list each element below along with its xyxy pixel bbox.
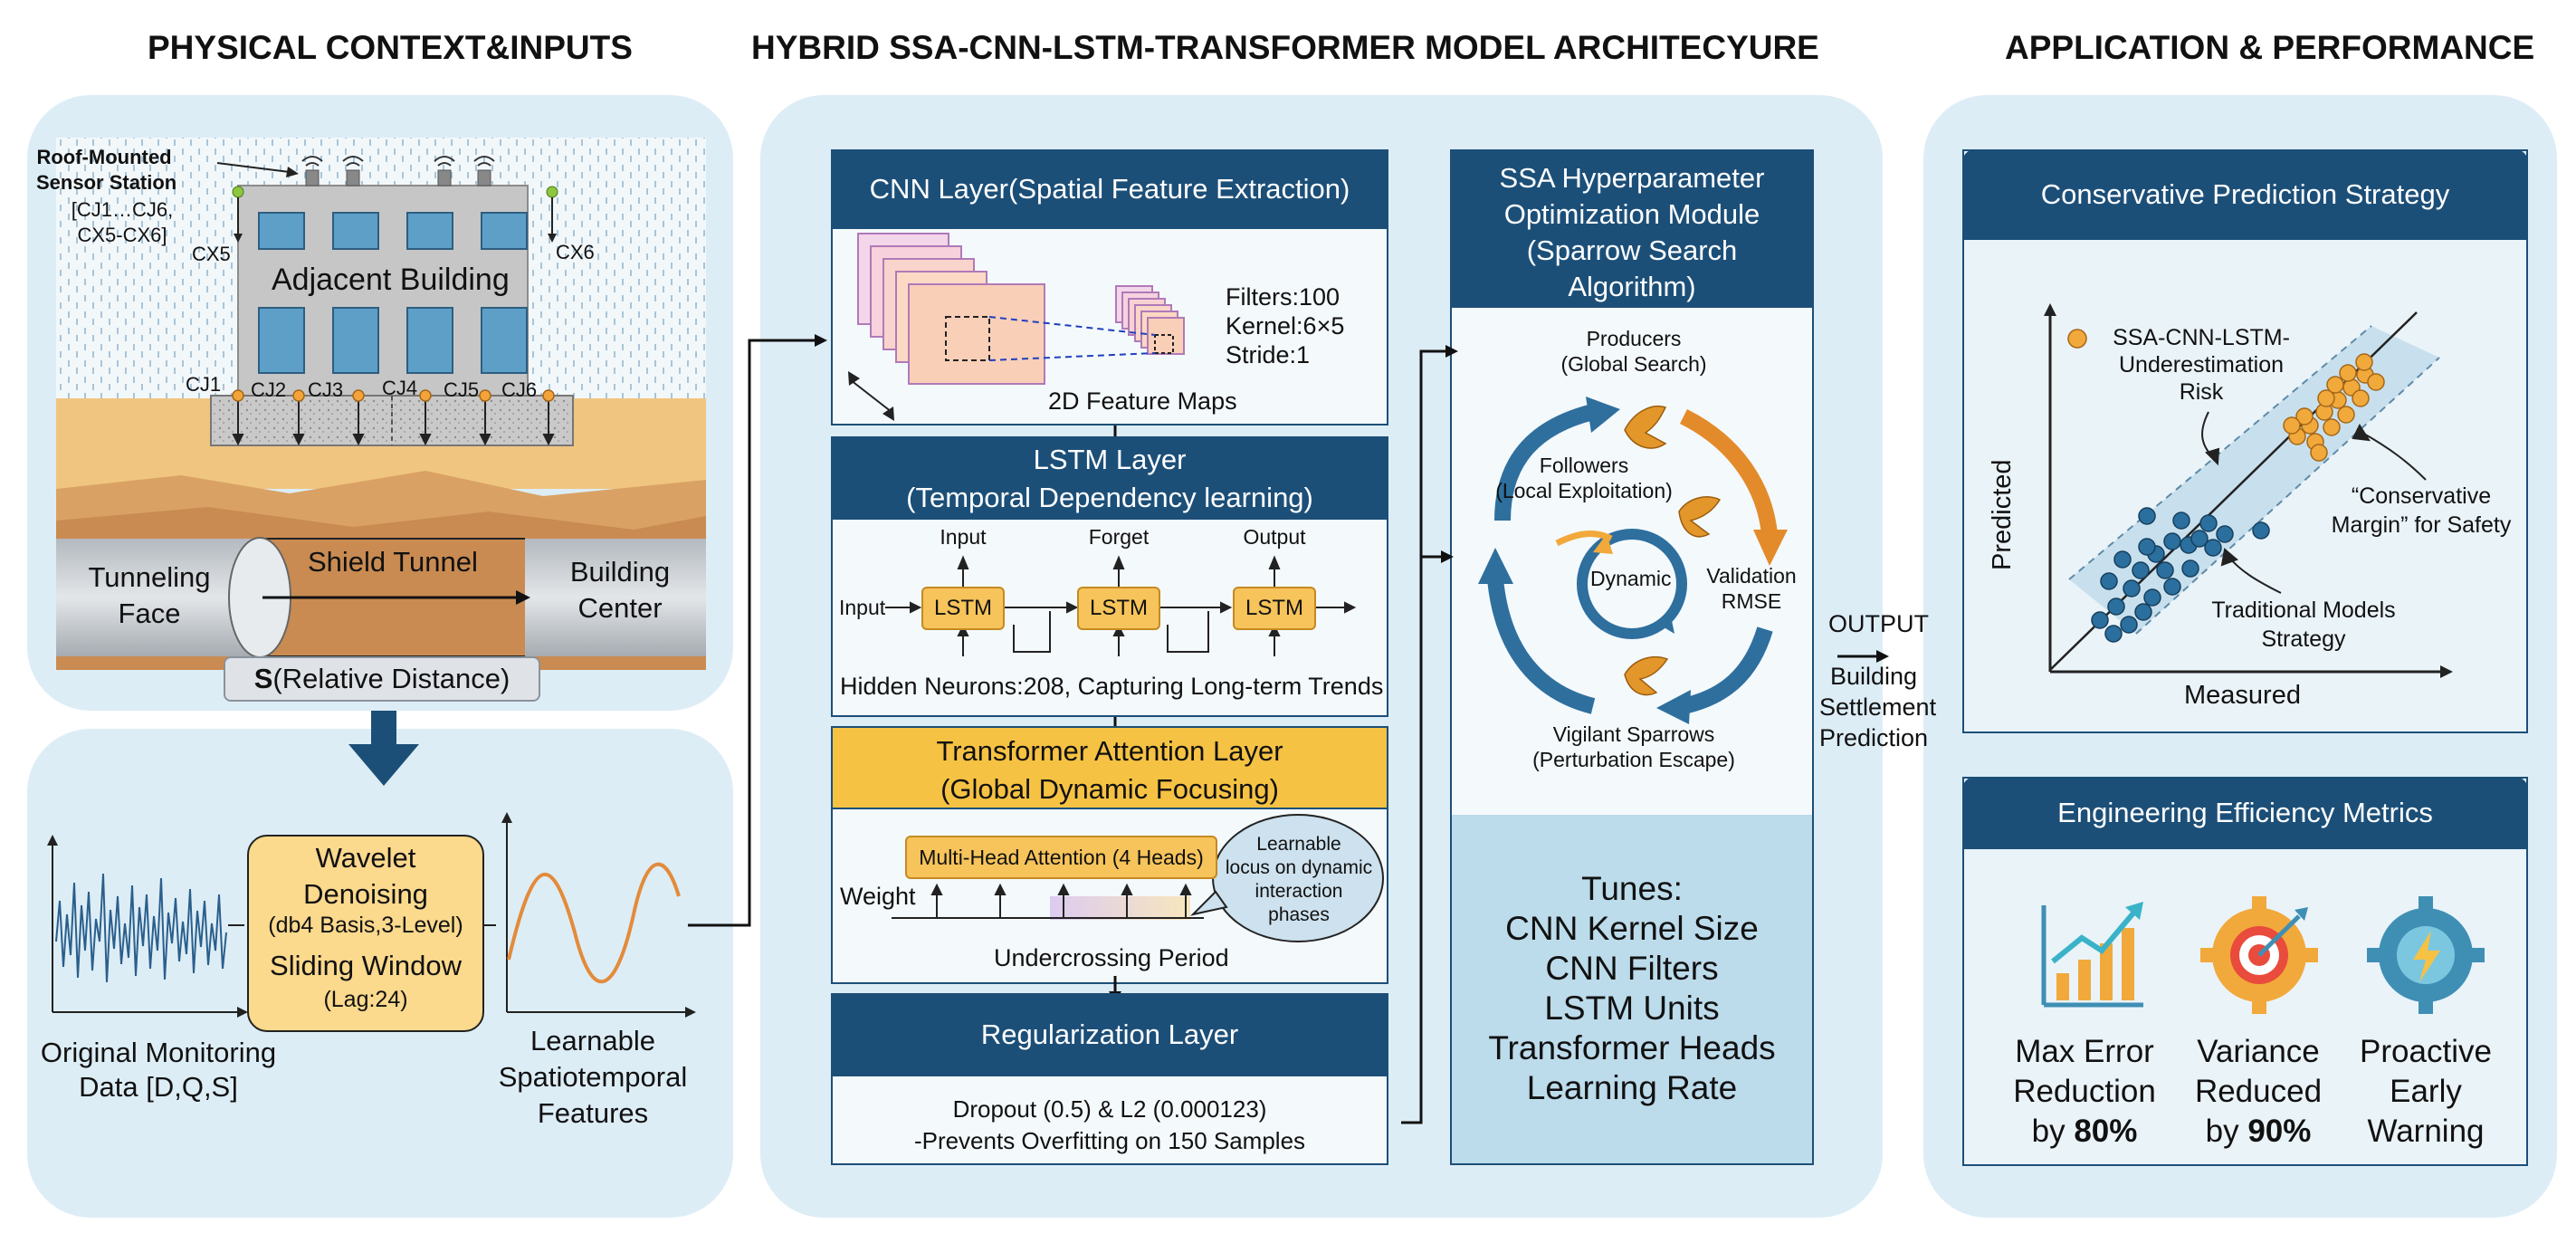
cnn-kernel-label: Kernel:6×5 [1226, 312, 1345, 339]
target-gear-icon [2200, 896, 2318, 1014]
chart-growth-icon [2041, 902, 2143, 1008]
attention-weight-label: Weight [840, 883, 916, 910]
lstm-cell-2: LSTM [1077, 587, 1160, 630]
header-physical-context: PHYSICAL CONTEXT&INPUTS [148, 29, 633, 66]
cx6-label: CX6 [556, 241, 595, 263]
validation-rmse-label: Validation RMSE [1706, 564, 1797, 613]
ssa-tunes-list: Tunes: CNN Kernel Size CNN Filters LSTM … [1488, 870, 1776, 1106]
lstm-hidden-neurons-label: Hidden Neurons:208, Capturing Long-term … [840, 673, 1384, 700]
sensor-id-list: [CJ1…CJ6, CX5-CX6] [71, 198, 174, 246]
efficiency-metrics-title: Engineering Efficiency Metrics [1962, 777, 2528, 849]
gate-output-label: Output [1243, 525, 1306, 549]
metric-variance: Variance Reduced by 90% [2194, 1034, 2323, 1149]
cnn-layer-title: CNN Layer(Spatial Feature Extraction) [831, 149, 1388, 229]
relative-distance-label: S(Relative Distance) [224, 656, 540, 702]
regularization-overfitting-label: -Prevents Overfitting on 150 Samples [913, 1127, 1306, 1154]
cj2-label: CJ2 [251, 378, 287, 401]
lstm-cell-3: LSTM [1233, 587, 1316, 630]
traditional-models-label: Traditional Models Strategy [2211, 598, 2396, 652]
lstm-cell-1: LSTM [921, 587, 1005, 630]
multi-head-attention-box: Multi-Head Attention (4 Heads) [905, 836, 1217, 879]
dynamic-label: Dynamic [1590, 567, 1672, 590]
lstm-input-label: Input [839, 596, 886, 619]
wavelet-denoising-label: Wavelet Denoising [303, 842, 428, 910]
cnn-stride-label: Stride:1 [1226, 341, 1311, 368]
gate-input-label: Input [940, 525, 987, 549]
attention-callout-text: Learnable locus on dynamic interaction p… [1225, 834, 1373, 925]
sliding-window-label: Sliding Window [270, 950, 462, 981]
conservative-strategy-title: Conservative Prediction Strategy [1962, 149, 2528, 240]
learnable-features-label: Learnable Spatiotemporal Features [498, 1025, 688, 1129]
cj5-label: CJ5 [444, 378, 480, 401]
producers-label: Producers (Global Search) [1560, 327, 1707, 376]
transformer-layer-title: Transformer Attention Layer (Global Dyna… [831, 726, 1388, 809]
shield-tunnel-label: Shield Tunnel [308, 546, 478, 578]
vigilant-sparrows-label: Vigilant Sparrows (Perturbation Escape) [1532, 722, 1735, 771]
gate-forget-label: Forget [1088, 525, 1150, 549]
output-label: OUTPUT [1828, 610, 1929, 637]
wavelet-sliding-box [247, 835, 484, 1032]
lstm-layer-title: LSTM Layer (Temporal Dependency learning… [831, 436, 1388, 520]
conservative-margin-label: “Conservative Margin” for Safety [2331, 483, 2512, 538]
lightning-gear-icon [2367, 896, 2485, 1014]
sensor-station-label: Roof-Mounted Sensor Station [36, 146, 177, 194]
wavelet-params-label: (db4 Basis,3-Level) [268, 913, 463, 938]
tunneling-face-label: Tunneling Face [88, 561, 211, 629]
cj1-label: CJ1 [186, 373, 222, 396]
regularization-layer-title: Regularization Layer [831, 993, 1388, 1076]
adjacent-building-label: Adjacent Building [272, 263, 510, 298]
original-monitoring-label: Original Monitoring Data [D,Q,S] [40, 1037, 277, 1103]
cx5-label: CX5 [192, 243, 231, 265]
metric-max-error: Max Error Reduction by 80% [2013, 1034, 2156, 1149]
sliding-window-lag: (Lag:24) [323, 987, 408, 1012]
ssa-tunes-area [1452, 815, 1812, 1163]
feature-maps-label: 2D Feature Maps [1048, 387, 1237, 415]
cj6-label: CJ6 [501, 378, 538, 401]
header-model-architecture: HYBRID SSA-CNN-LSTM-TRANSFORMER MODEL AR… [751, 29, 1819, 66]
regularization-dropout-label: Dropout (0.5) & L2 (0.000123) [952, 1095, 1267, 1123]
undercrossing-period-label: Undercrossing Period [994, 944, 1229, 971]
x-axis-label: Measured [2184, 681, 2301, 710]
legend-underestimation-label: SSA-CNN-LSTM- Underestimation Risk [2113, 325, 2290, 405]
metric-proactive-warning: Proactive Early Warning [2360, 1034, 2492, 1149]
building-center-label: Building Center [569, 556, 671, 624]
header-application-performance: APPLICATION & PERFORMANCE [2005, 29, 2535, 66]
cj4-label: CJ4 [382, 377, 418, 399]
cj3-label: CJ3 [308, 378, 344, 401]
building-settlement-prediction-label: Building Settlement Prediction [1819, 663, 1937, 751]
ssa-module-title: SSA Hyperparameter Optimization Module (… [1450, 149, 1814, 308]
followers-label: Followers (Local Exploitation) [1495, 454, 1673, 502]
cnn-filters-label: Filters:100 [1226, 283, 1340, 311]
